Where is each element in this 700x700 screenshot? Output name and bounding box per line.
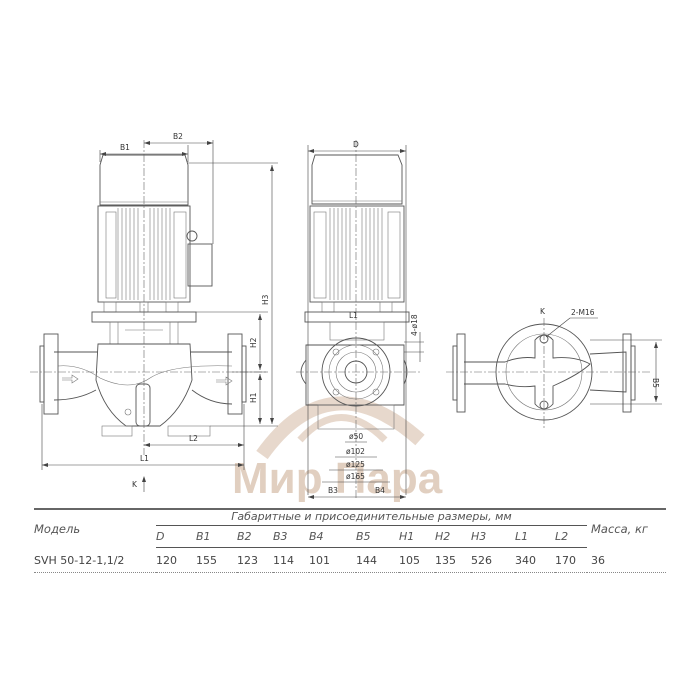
diameter-label: ø125 — [346, 460, 365, 469]
col-header-b5: B5 — [356, 525, 399, 548]
dim-l1-label: L1 — [140, 454, 149, 463]
value-l1: 340 — [515, 547, 555, 573]
col-header-l1: L1 — [515, 525, 555, 548]
value-b2: 123 — [237, 547, 273, 573]
diameter-label: ø102 — [346, 447, 365, 456]
col-header-b1: B1 — [196, 525, 237, 548]
column-header-row: D B1 B2 B3 B4 B5 H1 H2 H3 L1 L2 — [34, 525, 666, 548]
bolt-holes-label: 4-ø18 — [410, 314, 419, 336]
col-header-d: D — [156, 525, 196, 548]
dim-b3-label: B3 — [328, 486, 338, 495]
dim-b4-label: B4 — [375, 486, 385, 495]
side-view: D L1 4-ø18 ø50 ø102 ø125 ø165 B3 B4 — [296, 140, 424, 500]
value-b5: 144 — [356, 547, 399, 573]
value-d: 120 — [156, 547, 196, 573]
value-l2: 170 — [555, 547, 587, 573]
table-row: SVH 50-12-1,1/2 120 155 123 114 101 144 … — [34, 547, 666, 573]
diameter-label: ø165 — [346, 472, 365, 481]
top-view-k: K 2-M16 B5 — [446, 307, 662, 430]
dimensions-group-header: Габаритные и присоединительные размеры, … — [156, 510, 587, 526]
dim-h3-label: H3 — [261, 294, 270, 305]
watermark-text: Мир Пара — [232, 454, 443, 503]
col-header-b3: B3 — [273, 525, 309, 548]
col-header-h1: H1 — [399, 525, 435, 548]
value-b1: 155 — [196, 547, 237, 573]
value-mass: 36 — [587, 547, 666, 573]
spec-table: Модель Габаритные и присоединительные ра… — [34, 508, 666, 573]
col-header-l2: L2 — [555, 525, 587, 548]
watermark: Мир Пара — [232, 396, 443, 503]
dim-b2-label: B2 — [173, 132, 183, 141]
value-b4: 101 — [309, 547, 356, 573]
col-header-h2: H2 — [435, 525, 471, 548]
diameter-label: ø50 — [349, 432, 363, 441]
mass-header: Масса, кг — [591, 521, 648, 536]
dim-d-label: D — [353, 140, 359, 149]
value-h2: 135 — [435, 547, 471, 573]
col-header-b2: B2 — [237, 525, 273, 548]
col-header-b4: B4 — [309, 525, 356, 548]
value-h1: 105 — [399, 547, 435, 573]
dim-b1-label: B1 — [120, 143, 130, 152]
diameter-dims: ø50 ø102 ø125 ø165 — [322, 432, 390, 483]
front-view: B1 B2 H3 H2 H1 L2 L1 K — [30, 132, 278, 492]
thread-label: 2-M16 — [571, 308, 595, 317]
dim-l2-label: L2 — [189, 434, 198, 443]
view-k-top-label: K — [540, 307, 546, 316]
dim-l1-side-label: L1 — [349, 311, 358, 320]
value-h3: 526 — [471, 547, 515, 573]
value-b3: 114 — [273, 547, 309, 573]
model-header: Модель — [34, 521, 81, 536]
view-k-label: K — [132, 480, 138, 489]
dim-h2-label: H2 — [249, 337, 258, 348]
col-header-h3: H3 — [471, 525, 515, 548]
dim-b5-label: B5 — [651, 378, 660, 388]
model-cell: SVH 50-12-1,1/2 — [34, 547, 156, 573]
dim-h1-label: H1 — [249, 392, 258, 403]
